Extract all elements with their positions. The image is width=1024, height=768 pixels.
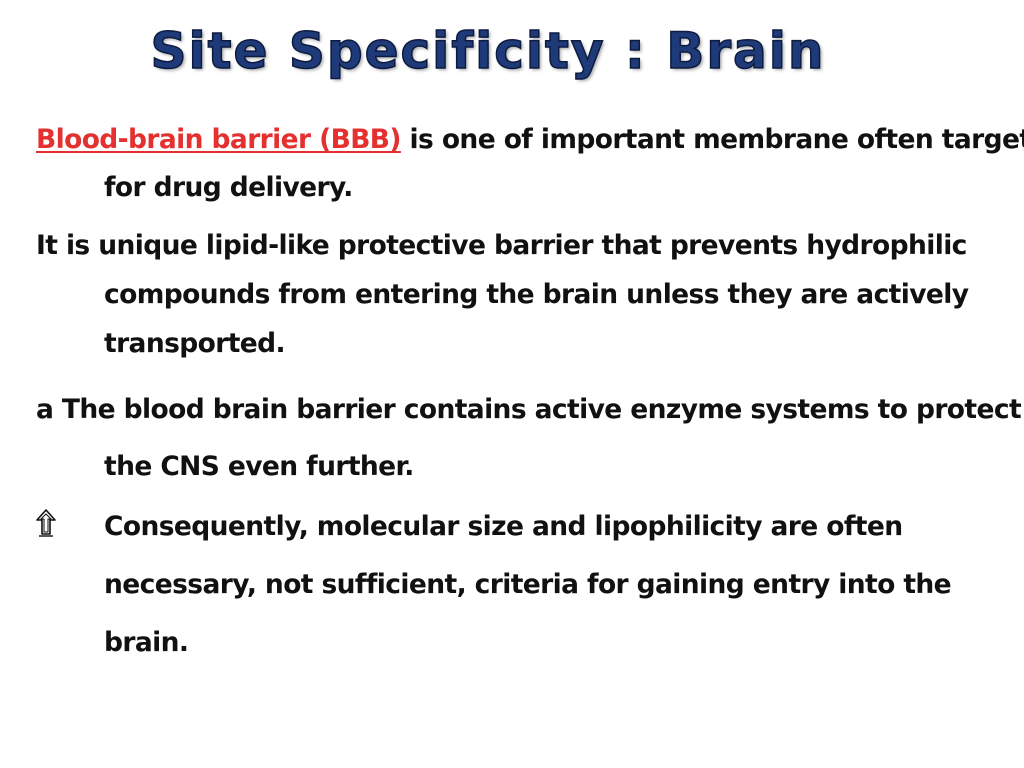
paragraph-protective-barrier: It is unique lipid-like protective barri… xyxy=(36,230,969,359)
paragraph-bbb-definition: Blood-brain barrier (BBB) is one of impo… xyxy=(36,116,1024,212)
outlined-arrow-up-icon xyxy=(34,508,58,538)
paragraph-bbb-definition-text: is one of important membrane often targe… xyxy=(104,124,1024,203)
paragraph-size-lipophilicity: Consequently, molecular size and lipophi… xyxy=(104,511,952,658)
slide-title: Site Specificity : Brain xyxy=(150,21,826,81)
paragraph-enzyme-systems: a The blood brain barrier contains activ… xyxy=(36,394,1022,482)
bbb-highlight: Blood-brain barrier (BBB) xyxy=(36,124,402,155)
